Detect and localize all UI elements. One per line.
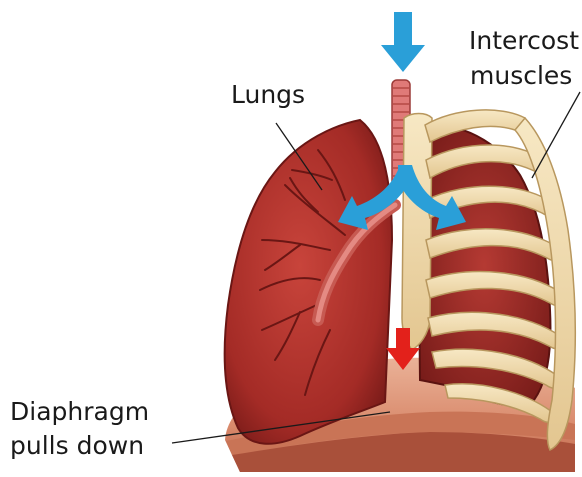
intercostal-label-line2: muscles <box>470 60 572 91</box>
diaphragm-label-line2: pulls down <box>10 430 144 461</box>
lungs-label: Lungs <box>231 79 305 110</box>
intercostal-leader-line <box>532 92 580 178</box>
diaphragm-label-line1: Diaphragm <box>10 396 149 427</box>
left-lung <box>225 120 395 444</box>
air-inflow-arrow-icon <box>381 12 425 72</box>
intercostal-label-line1: Intercost <box>469 25 579 56</box>
